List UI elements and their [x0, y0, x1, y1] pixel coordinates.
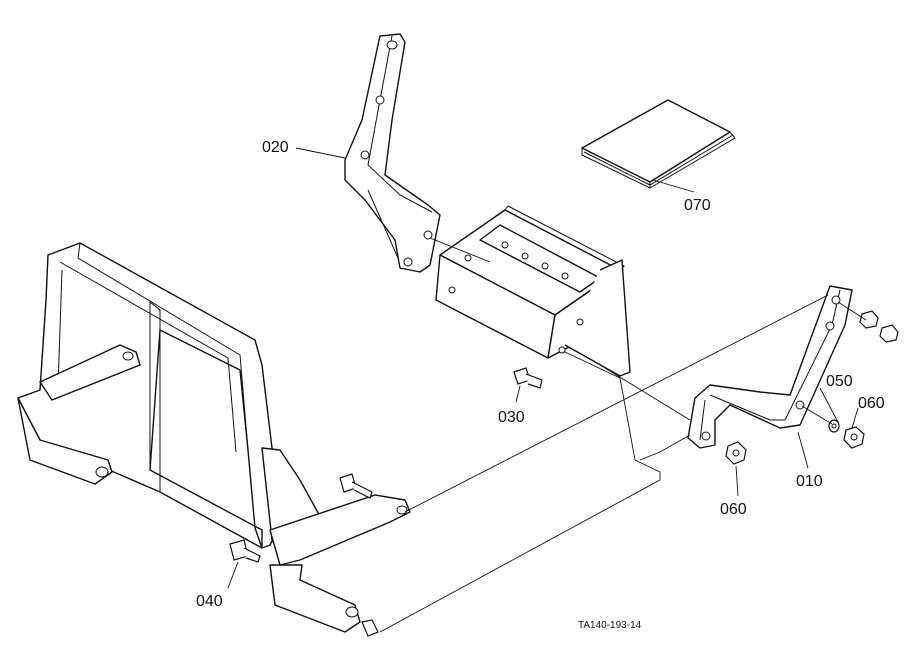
bolt-040 [229, 539, 261, 563]
callout-050: 050 [826, 373, 853, 390]
callout-060-lower: 060 [720, 501, 747, 518]
nuts-upper-right [859, 310, 899, 343]
callout-070: 070 [684, 197, 711, 214]
nut-060-lower [725, 441, 747, 465]
assembly-lines [227, 147, 867, 633]
bracket-010 [687, 285, 853, 449]
callouts: 020 070 030 050 060 010 060 040 TA140-19… [196, 139, 885, 631]
callout-060-right: 060 [858, 395, 885, 412]
callout-030: 030 [498, 409, 525, 426]
bolt-030 [513, 367, 543, 389]
washer-050 [828, 419, 840, 433]
bolt-arm [339, 473, 373, 499]
callout-040: 040 [196, 593, 223, 610]
nut-060-right [843, 426, 865, 449]
manual-070 [581, 99, 736, 189]
pin-front [361, 619, 379, 637]
figure-reference: TA140-193-14 [578, 620, 642, 631]
callout-010: 010 [796, 473, 823, 490]
mount-box [435, 205, 631, 377]
hardware [229, 310, 899, 637]
callout-020: 020 [262, 139, 289, 156]
main-frame [17, 242, 411, 633]
bracket-020 [344, 33, 441, 273]
